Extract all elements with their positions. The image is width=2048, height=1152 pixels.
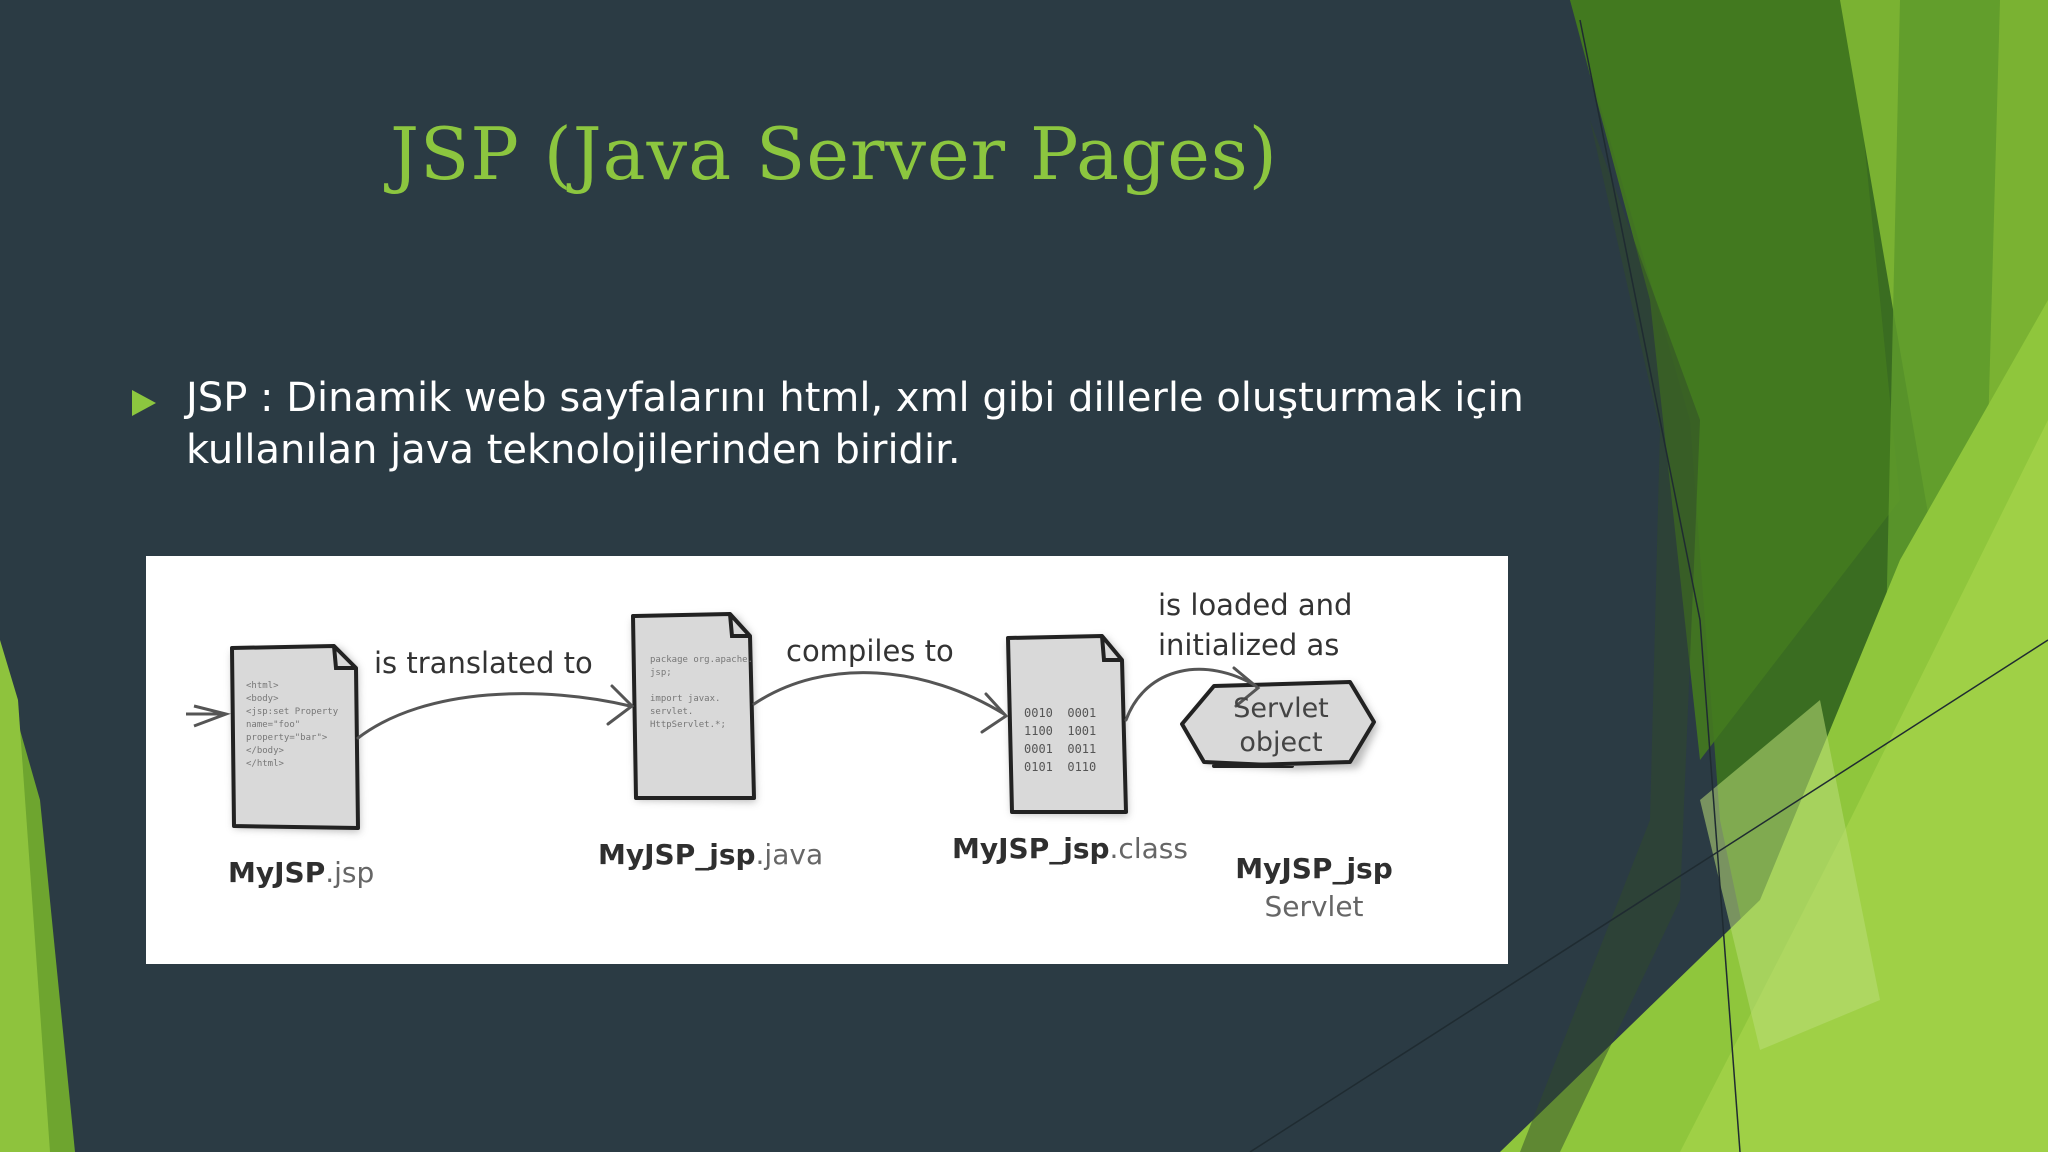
node-jsp-name: MyJSP [228, 856, 326, 889]
edge-label-compiles: compiles to [786, 634, 954, 668]
bullet-text: JSP : Dinamik web sayfalarını html, xml … [186, 375, 1524, 473]
edge-label-loaded-line1: is loaded and [1158, 588, 1353, 622]
servlet-shape-line1: Servlet [1233, 693, 1329, 724]
entry-arrow [186, 704, 232, 728]
node-class-ext: .class [1109, 832, 1188, 865]
flow-arrows [356, 666, 1261, 740]
jsp-document-icon [230, 644, 360, 832]
diagram-graphics [186, 612, 1378, 832]
edge-label-translated: is translated to [374, 646, 593, 680]
java-document-icon [631, 612, 756, 802]
node-java-name: MyJSP_jsp [598, 838, 756, 871]
jsp-lifecycle-diagram: <html> <body> <jsp:set Property name="fo… [146, 556, 1508, 964]
servlet-shape-label: Servlet object [1206, 692, 1356, 760]
class-document-icon [1006, 634, 1128, 816]
node-servlet-sub: Servlet [1264, 890, 1364, 923]
node-servlet-name: MyJSP_jsp [1235, 852, 1393, 885]
node-class-name: MyJSP_jsp [952, 832, 1110, 865]
node-label-class: MyJSP_jsp.class [952, 832, 1188, 865]
java-doc-code: package org.apache. jsp; import javax. s… [650, 655, 753, 730]
node-jsp-ext: .jsp [325, 856, 375, 889]
triangle-bullet-icon [132, 390, 156, 416]
edge-label-loaded-line2: initialized as [1158, 628, 1340, 662]
node-label-jsp: MyJSP.jsp [228, 856, 374, 889]
node-java-ext: .java [755, 838, 824, 871]
slide-title: JSP (Java Server Pages) [390, 112, 1278, 196]
node-label-java: MyJSP_jsp.java [598, 838, 823, 871]
class-doc-binary: 0010 0001 1100 1001 0001 0011 0101 0110 [1024, 706, 1097, 774]
servlet-shape-line2: object [1239, 727, 1323, 758]
bullet-item: JSP : Dinamik web sayfalarını html, xml … [132, 372, 1532, 476]
jsp-doc-code: <html> <body> <jsp:set Property name="fo… [246, 681, 339, 769]
servlet-object-shape [1180, 680, 1378, 770]
